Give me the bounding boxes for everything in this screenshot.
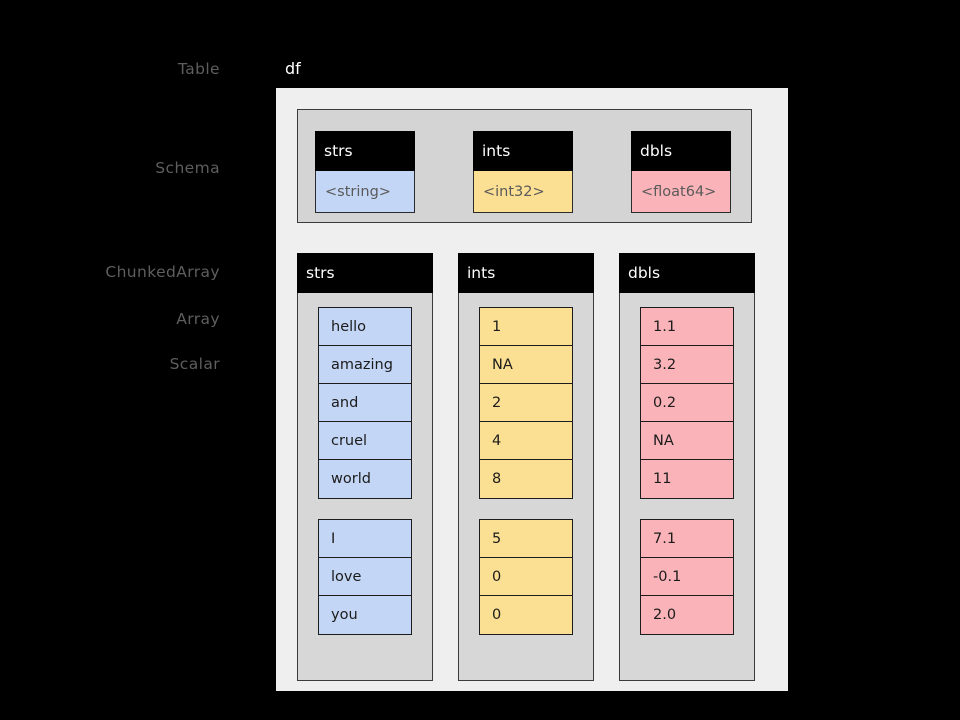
scalar-cell: NA — [641, 422, 733, 460]
column-name: ints — [458, 253, 594, 293]
scalar-cell: 0 — [480, 596, 572, 634]
table-name: df — [285, 59, 301, 78]
scalar-cell: -0.1 — [641, 558, 733, 596]
scalar-cell: 2 — [480, 384, 572, 422]
scalar-cell: 7.1 — [641, 520, 733, 558]
table-panel: strs<string>ints<int32>dbls<float64> str… — [276, 88, 788, 691]
scalar-cell: you — [319, 596, 411, 634]
column-name: strs — [297, 253, 433, 293]
scalar-cell: 5 — [480, 520, 572, 558]
schema-field-name: strs — [315, 131, 415, 171]
scalar-cell: cruel — [319, 422, 411, 460]
schema-field-type: <int32> — [473, 171, 573, 213]
scalar-cell: hello — [319, 308, 411, 346]
label-array: Array — [176, 310, 220, 328]
scalar-cell: 1.1 — [641, 308, 733, 346]
schema-field-type: <float64> — [631, 171, 731, 213]
scalar-cell: 8 — [480, 460, 572, 498]
schema-field: ints<int32> — [473, 131, 573, 213]
schema-field-type: <string> — [315, 171, 415, 213]
label-table: Table — [177, 60, 220, 78]
scalar-cell: I — [319, 520, 411, 558]
schema-field-name: dbls — [631, 131, 731, 171]
scalar-cell: NA — [480, 346, 572, 384]
schema-field: dbls<float64> — [631, 131, 731, 213]
scalar-cell: world — [319, 460, 411, 498]
schema-field: strs<string> — [315, 131, 415, 213]
schema-field-list: strs<string> ints<int32> dbls<float64> — [315, 131, 734, 213]
scalar-cell: 11 — [641, 460, 733, 498]
scalar-cell: 3.2 — [641, 346, 733, 384]
scalar-cell: and — [319, 384, 411, 422]
scalar-cell: love — [319, 558, 411, 596]
schema-field-name: ints — [473, 131, 573, 171]
scalar-cell: 0 — [480, 558, 572, 596]
scalar-cell: amazing — [319, 346, 411, 384]
label-scalar: Scalar — [169, 355, 220, 373]
scalar-cell: 0.2 — [641, 384, 733, 422]
label-schema: Schema — [155, 159, 220, 177]
column-name: dbls — [619, 253, 755, 293]
label-chunked-array: ChunkedArray — [105, 263, 220, 281]
scalar-cell: 4 — [480, 422, 572, 460]
scalar-cell: 1 — [480, 308, 572, 346]
scalar-cell: 2.0 — [641, 596, 733, 634]
schema-panel: strs<string> ints<int32> dbls<float64> — [297, 109, 752, 223]
